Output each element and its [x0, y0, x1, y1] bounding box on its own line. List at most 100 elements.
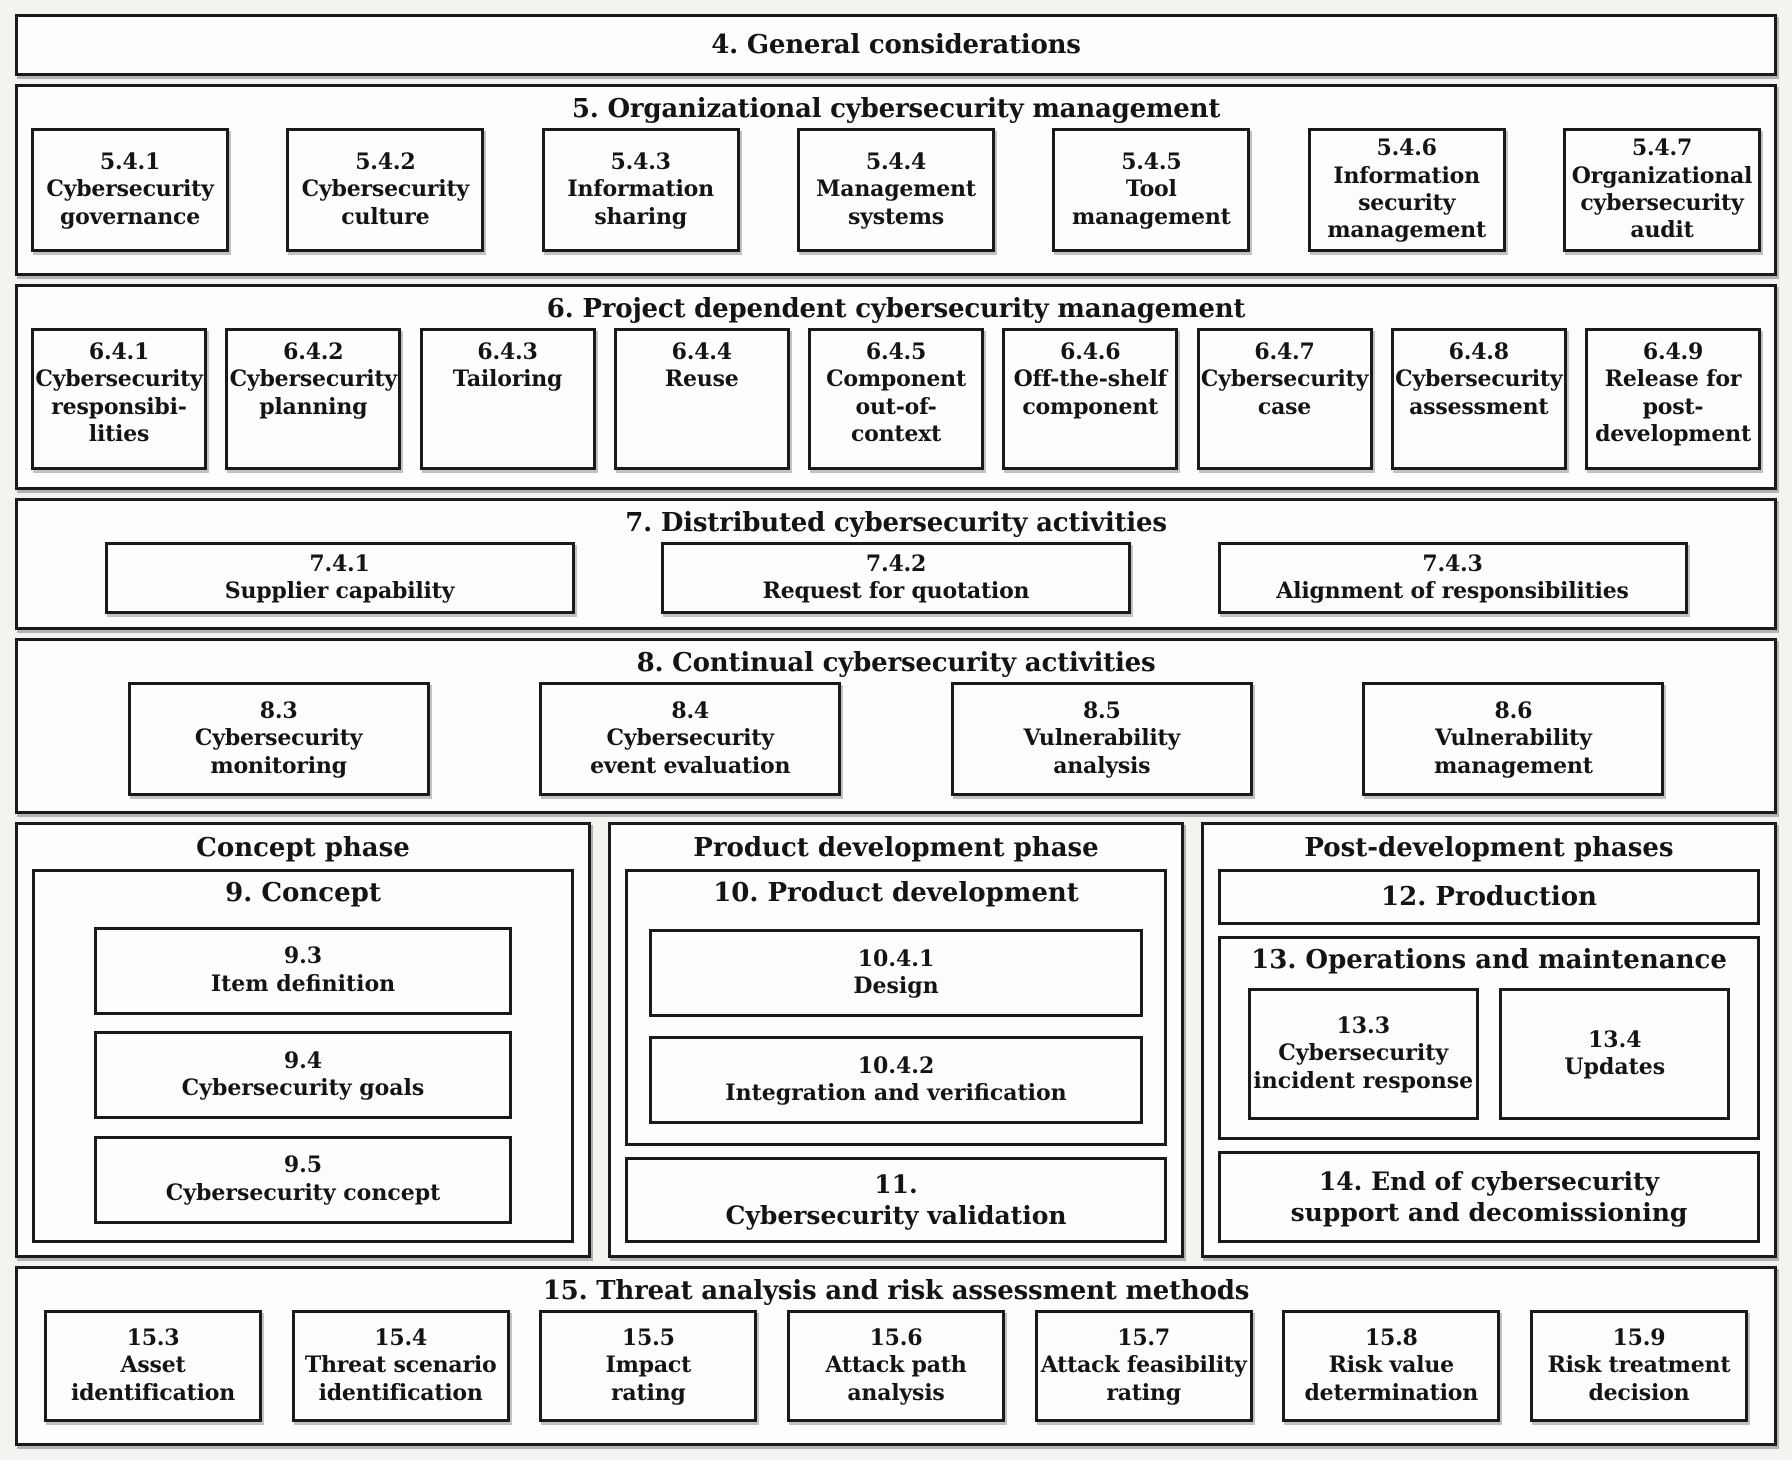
box-5-4-4: 5.4.4 Management systems	[796, 128, 995, 252]
box-6-4-1: 6.4.1 Cybersecurity responsibi- lities	[31, 328, 207, 470]
box-6-4-9: 6.4.9 Release for post- development	[1585, 328, 1761, 470]
box-label: Design	[853, 973, 939, 999]
box-number: 5.4.7	[1631, 135, 1693, 162]
box-number: 6.4.7	[1254, 339, 1315, 365]
section-7-row: 7.4.1 Supplier capability 7.4.2 Request …	[18, 542, 1774, 627]
box-label: Cybersecurity assessment	[1395, 366, 1563, 420]
box-label: Asset identification	[70, 1352, 236, 1406]
box-number: 6.4.8	[1448, 339, 1509, 365]
box-number: 6.4.9	[1642, 339, 1704, 365]
box-6-4-7: 6.4.7 Cybersecurity case	[1196, 328, 1373, 470]
box-label: Attack path analysis	[825, 1352, 967, 1406]
section-8-row: 8.3 Cybersecurity monitoring 8.4 Cyberse…	[18, 682, 1774, 811]
section-6-row: 6.4.1 Cybersecurity responsibi- lities 6…	[18, 328, 1774, 487]
group-9-title: 9. Concept	[225, 878, 381, 908]
box-label: Alignment of responsibilities	[1276, 578, 1629, 604]
box-number: 5.4.6	[1376, 135, 1437, 162]
box-number: 7.4.3	[1422, 550, 1483, 577]
box-number: 15.5	[621, 1325, 675, 1352]
box-number: 8.5	[1082, 698, 1121, 725]
box-number: 6.4.5	[865, 339, 927, 365]
box-8-5: 8.5 Vulnerability analysis	[950, 682, 1253, 796]
box-5-4-7: 5.4.7 Organizational cybersecurity audit	[1562, 128, 1761, 252]
box-8-3: 8.3 Cybersecurity monitoring	[127, 682, 430, 796]
box-number: 15.8	[1364, 1325, 1418, 1352]
box-11-cybersecurity-validation: 11. Cybersecurity validation	[625, 1157, 1167, 1243]
phase-concept: Concept phase 9. Concept 9.3 Item defini…	[15, 822, 591, 1258]
box-number: 5.4.4	[865, 149, 927, 176]
box-6-4-4: 6.4.4 Reuse	[613, 328, 790, 470]
box-number: 9.5	[283, 1152, 323, 1179]
box-label: Risk value determination	[1304, 1352, 1479, 1406]
group-10-product-development: 10. Product development 10.4.1 Design 10…	[625, 869, 1167, 1146]
box-label: Cybersecurity planning	[229, 366, 398, 420]
box-number: 8.6	[1494, 698, 1533, 725]
box-number: 7.4.2	[865, 550, 927, 577]
box-label: Updates	[1564, 1054, 1666, 1080]
box-label: Supplier capability	[224, 578, 455, 604]
group-13-items: 13.3 Cybersecurity incident response 13.…	[1221, 977, 1757, 1137]
box-label: Cybersecurity culture	[301, 176, 470, 230]
box-14-end-of-support: 14. End of cybersecurity support and dec…	[1218, 1151, 1760, 1243]
box-10-4-2: 10.4.2 Integration and verification	[649, 1036, 1143, 1124]
box-number: 5.4.2	[355, 149, 416, 176]
box-7-4-1: 7.4.1 Supplier capability	[104, 542, 575, 614]
box-15-8: 15.8 Risk value determination	[1282, 1310, 1501, 1422]
box-15-6: 15.6 Attack path analysis	[786, 1310, 1005, 1422]
box-7-4-3: 7.4.3 Alignment of responsibilities	[1217, 542, 1688, 614]
section-6: 6. Project dependent cybersecurity manag…	[15, 284, 1777, 490]
box-label: Cybersecurity case	[1200, 366, 1369, 420]
box-label: Item definition	[210, 970, 396, 997]
phase-product-development: Product development phase 10. Product de…	[608, 822, 1184, 1258]
box-label: Information sharing	[567, 176, 714, 230]
box-6-4-3: 6.4.3 Tailoring	[419, 328, 596, 470]
box-15-3: 15.3 Asset identification	[44, 1310, 262, 1422]
box-number: 6.4.4	[671, 339, 732, 365]
box-label: Release for post- development	[1595, 366, 1751, 447]
box-9-5: 9.5 Cybersecurity concept	[93, 1135, 513, 1224]
box-label: Cybersecurity validation	[725, 1201, 1067, 1230]
section-6-title: 6. Project dependent cybersecurity manag…	[546, 294, 1246, 324]
section-15-title: 15. Threat analysis and risk assessment …	[542, 1276, 1250, 1306]
box-number: 13.4	[1587, 1026, 1642, 1053]
box-number: 15.7	[1117, 1325, 1171, 1352]
box-label: Cybersecurity responsibi- lities	[35, 366, 203, 447]
box-6-4-5: 6.4.5 Component out-of-context	[808, 328, 984, 470]
section-7-title: 7. Distributed cybersecurity activities	[625, 508, 1167, 538]
box-number: 10.4.1	[857, 945, 935, 972]
group-9-items: 9.3 Item definition 9.4 Cybersecurity go…	[35, 910, 571, 1240]
box-label: Tailoring	[452, 366, 563, 393]
box-label: Management systems	[816, 176, 976, 230]
box-label: Cybersecurity goals	[181, 1075, 425, 1101]
section-4: 4. General considerations	[15, 14, 1777, 76]
section-4-title: 4. General considerations	[711, 30, 1081, 60]
section-15: 15. Threat analysis and risk assessment …	[15, 1266, 1777, 1446]
box-number: 5.4.3	[610, 149, 671, 176]
group-10-items: 10.4.1 Design 10.4.2 Integration and ver…	[628, 910, 1164, 1143]
group-9-concept: 9. Concept 9.3 Item definition 9.4 Cyber…	[32, 869, 574, 1243]
box-number: 15.6	[869, 1325, 923, 1352]
section-5: 5. Organizational cybersecurity manageme…	[15, 84, 1777, 276]
group-13-title: 13. Operations and maintenance	[1251, 945, 1727, 975]
section-5-title: 5. Organizational cybersecurity manageme…	[571, 94, 1221, 124]
box-8-4: 8.4 Cybersecurity event evaluation	[539, 682, 842, 796]
phase-concept-title: Concept phase	[196, 833, 410, 863]
box-label: Cybersecurity monitoring	[194, 725, 363, 779]
box-label: Integration and verification	[725, 1080, 1067, 1106]
section-8-title: 8. Continual cybersecurity activities	[636, 648, 1156, 678]
box-number: 9.4	[283, 1047, 323, 1074]
box-label: Risk treatment decision	[1547, 1352, 1731, 1406]
box-number: 5.4.5	[1121, 149, 1182, 176]
box-number: 13.3	[1336, 1013, 1391, 1040]
box-label: Cybersecurity event evaluation	[590, 725, 791, 779]
section-5-row: 5.4.1 Cybersecurity governance 5.4.2 Cyb…	[18, 128, 1774, 273]
group-13-operations-maintenance: 13. Operations and maintenance 13.3 Cybe…	[1218, 936, 1760, 1140]
box-5-4-3: 5.4.3 Information sharing	[541, 128, 740, 252]
box-label: Request for quotation	[762, 578, 1030, 604]
box-number: 9.3	[283, 943, 323, 970]
box-15-5: 15.5 Impact rating	[539, 1310, 758, 1422]
box-5-4-2: 5.4.2 Cybersecurity culture	[286, 128, 485, 252]
box-8-6: 8.6 Vulnerability management	[1362, 682, 1665, 796]
box-number: 15.9	[1612, 1325, 1666, 1352]
